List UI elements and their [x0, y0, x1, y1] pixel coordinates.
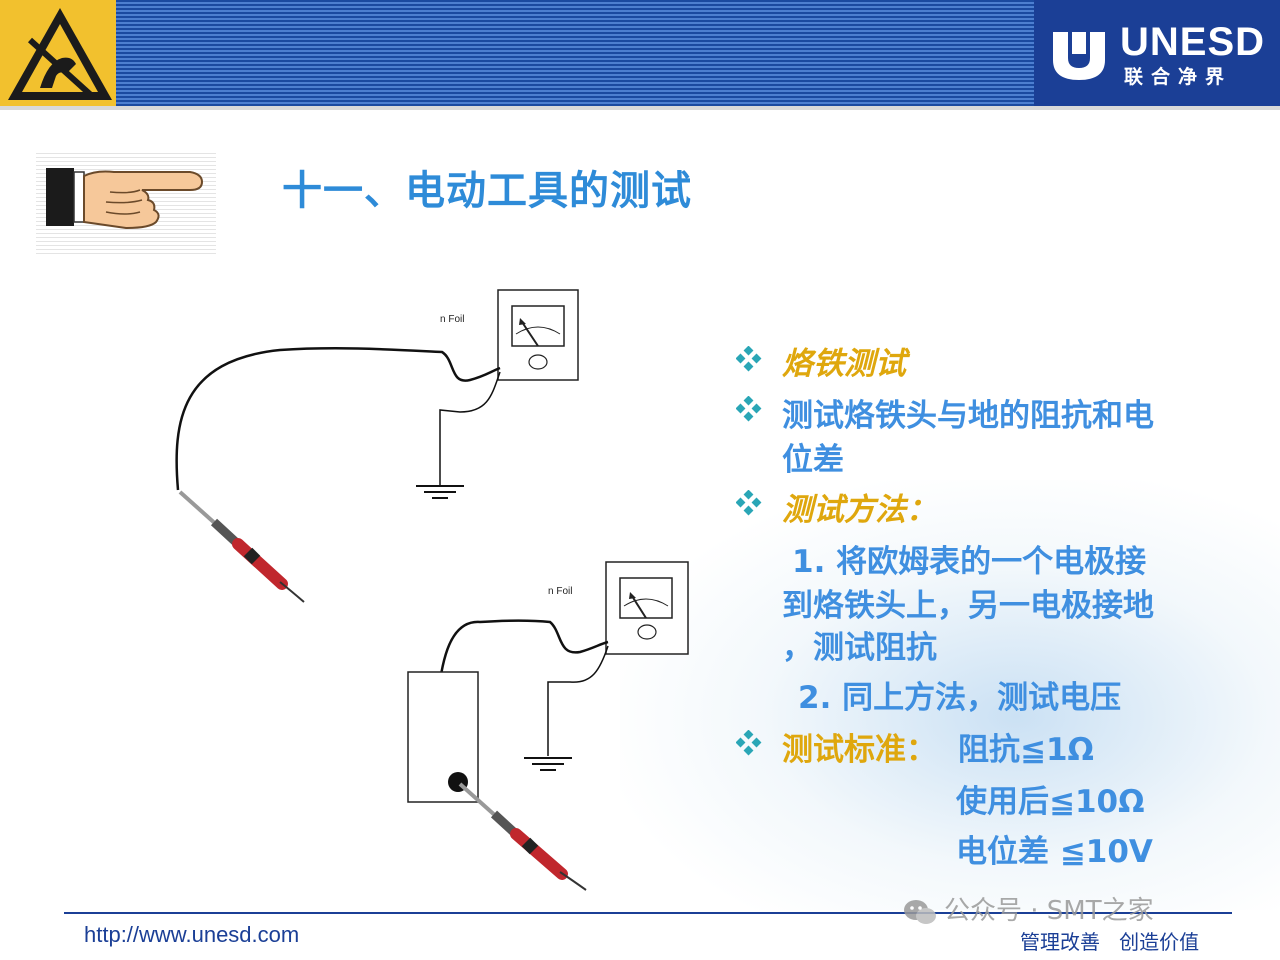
diamond-bullet-icon: [736, 346, 762, 372]
footer-motto: 管理改善 创造价值: [1020, 930, 1200, 954]
standard-impedance: 阻抗≦1Ω: [958, 732, 1094, 768]
method-step-1-cont: 到烙铁头上，另一电极接地: [782, 588, 1154, 624]
ground-wire-top: [439, 371, 501, 485]
bullet-soldering-iron-test: 烙铁测试: [782, 346, 906, 382]
ground-symbol-bottom: [524, 757, 572, 771]
method-step-1-cont2: ，测试阻抗: [782, 630, 937, 666]
brand-area: [1034, 0, 1280, 110]
esd-warning-logo: [0, 0, 116, 110]
ground-wire-bottom: [547, 645, 609, 756]
probe-wire-bottom: [436, 619, 609, 697]
diamond-bullet-icon: [736, 396, 762, 422]
method-step-1: 1. 将欧姆表的一个电极接: [792, 544, 1147, 580]
watermark: 公众号 · SMT之家: [902, 890, 1154, 927]
watermark-text: 公众号 · SMT之家: [944, 896, 1154, 926]
method-step-2: 2. 同上方法，测试电压: [798, 680, 1122, 716]
bullet-test-method: 测试方法：: [782, 492, 937, 528]
ohmmeter-bottom: [605, 561, 689, 655]
probe-wire-top: [175, 347, 501, 491]
foil-label-bottom: n Foil: [548, 586, 572, 597]
brand-subtitle: 联合净界: [1124, 66, 1233, 88]
standard-after-use: 使用后≦10Ω: [956, 784, 1145, 820]
ground-plate: [407, 671, 479, 803]
wechat-icon: [904, 899, 936, 924]
bullet-test-description: 测试烙铁头与地的阻抗和电: [782, 398, 1154, 434]
header-stripe-band: [116, 0, 1034, 110]
background-decoration: [620, 480, 1280, 910]
brand-name: UNESD: [1120, 20, 1266, 64]
ground-symbol-top: [416, 485, 464, 499]
page-title: 十一、电动工具的测试: [282, 168, 692, 214]
standard-potential-difference: 电位差 ≦10V: [956, 834, 1153, 870]
footer-divider: [64, 912, 1232, 914]
header: UNESD 联合净界: [0, 0, 1280, 110]
footer-url[interactable]: http://www.unesd.com: [84, 922, 300, 947]
soldering-iron-top: [178, 490, 305, 603]
pointing-hand-image: [36, 150, 216, 254]
foil-label-top: n Foil: [440, 314, 464, 325]
ohmmeter-top: [497, 289, 579, 381]
bullet-test-standard: 测试标准：: [782, 732, 937, 768]
esd-warning-icon: [8, 8, 112, 100]
unesd-logo-icon: [1053, 32, 1105, 80]
diamond-bullet-icon: [736, 490, 762, 516]
soldering-iron-bottom: [458, 782, 587, 891]
header-divider: [0, 106, 1280, 110]
pointing-hand-icon: [46, 168, 204, 230]
diamond-bullet-icon: [736, 730, 762, 756]
bullet-test-description-cont: 位差: [782, 442, 844, 478]
